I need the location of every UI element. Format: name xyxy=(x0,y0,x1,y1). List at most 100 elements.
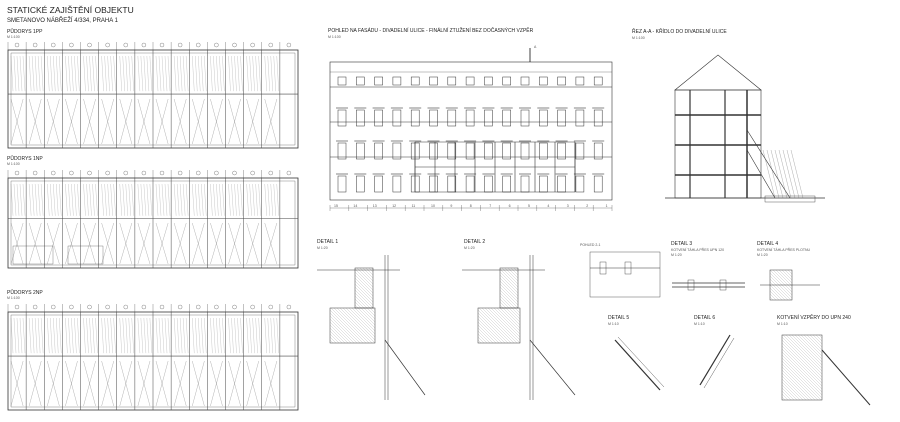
brace xyxy=(137,98,151,145)
facade-window xyxy=(447,109,457,127)
hatch xyxy=(180,183,183,216)
hatch xyxy=(249,183,252,216)
brace xyxy=(119,222,132,265)
hatch xyxy=(59,55,62,92)
hatch xyxy=(354,286,374,306)
hatch xyxy=(354,304,359,309)
axis-bubble xyxy=(123,42,128,48)
brace xyxy=(83,98,96,145)
hatch xyxy=(128,183,131,216)
brace xyxy=(246,360,259,407)
facade-axis-label: 6 xyxy=(508,204,511,208)
hatch xyxy=(183,55,186,92)
hatch xyxy=(276,317,279,354)
detail-4-desc: KOTVENÍ TÁHLA PŘES PLOTNU xyxy=(757,248,811,252)
brace xyxy=(65,222,78,265)
strut-detail-6 xyxy=(699,334,731,386)
brace xyxy=(47,98,60,145)
hatch xyxy=(155,55,159,92)
hatch xyxy=(499,295,513,309)
hatch xyxy=(216,183,219,216)
detail-1-scale: M 1:20 xyxy=(317,246,328,250)
hatch xyxy=(258,183,261,216)
hatch xyxy=(258,55,261,92)
facade-window xyxy=(593,142,603,160)
hatch xyxy=(354,301,362,309)
facade-window xyxy=(429,142,438,160)
hatch xyxy=(16,183,20,216)
hatch xyxy=(249,55,252,92)
line xyxy=(617,336,665,388)
hatch xyxy=(273,183,276,216)
facade-window xyxy=(447,76,457,86)
brace xyxy=(29,360,42,407)
axis-bubble xyxy=(286,304,292,310)
hatch xyxy=(174,317,177,354)
hatch xyxy=(781,372,810,401)
hatch xyxy=(477,336,485,344)
brace xyxy=(192,360,205,407)
hatch xyxy=(161,55,165,92)
brace xyxy=(228,222,241,265)
hatch xyxy=(769,296,774,301)
hatch xyxy=(143,183,146,216)
hatch xyxy=(781,345,823,387)
hatch xyxy=(180,55,183,92)
hatch xyxy=(252,317,255,354)
brace xyxy=(47,360,60,407)
facade-axis-label: 4 xyxy=(547,204,550,208)
axis-bubble xyxy=(214,170,219,176)
hatch xyxy=(329,315,358,344)
hatch xyxy=(71,317,74,354)
facade-window xyxy=(356,76,365,86)
hatch xyxy=(95,183,98,216)
hatch xyxy=(29,55,32,92)
hatch xyxy=(778,149,792,199)
hatch xyxy=(499,307,521,329)
hatch xyxy=(119,317,122,354)
roof xyxy=(674,54,762,91)
facade-window xyxy=(557,175,566,193)
hatch xyxy=(32,55,35,92)
brace xyxy=(264,360,277,407)
hatch xyxy=(351,307,376,332)
hatch xyxy=(270,183,273,216)
hatch xyxy=(92,183,95,216)
facade-window xyxy=(575,142,585,160)
hatch xyxy=(56,317,59,354)
hatch xyxy=(216,317,219,354)
hatch xyxy=(228,317,231,354)
hatch xyxy=(781,339,823,381)
facade-window xyxy=(520,109,530,127)
hatch xyxy=(107,55,110,92)
hatch xyxy=(231,55,234,92)
axis-bubble xyxy=(123,304,128,310)
hatch xyxy=(252,183,255,216)
strut-detail-5 xyxy=(614,339,661,391)
facade-window xyxy=(557,142,566,160)
hatch xyxy=(231,317,234,354)
hatch xyxy=(174,55,177,92)
facade-window xyxy=(520,175,530,193)
hatch xyxy=(53,55,56,92)
hatch xyxy=(267,183,270,216)
hatch xyxy=(74,317,77,354)
hatch xyxy=(762,149,776,199)
hatch xyxy=(339,307,376,344)
hatch xyxy=(264,55,267,92)
hatch xyxy=(146,183,149,216)
hatch xyxy=(71,183,74,216)
hatch xyxy=(775,269,793,287)
sheet-title: STATICKÉ ZAJIŠTĚNÍ OBJEKTU xyxy=(7,5,134,15)
brace xyxy=(174,360,187,407)
line xyxy=(599,261,607,275)
hatch xyxy=(113,55,116,92)
hatch xyxy=(13,55,17,92)
hatch xyxy=(167,317,171,354)
hatch xyxy=(183,183,186,216)
axis-bubble xyxy=(14,42,20,48)
hatch xyxy=(345,307,376,338)
hatch xyxy=(101,55,104,92)
hatch xyxy=(354,307,376,329)
hatch xyxy=(149,183,152,216)
